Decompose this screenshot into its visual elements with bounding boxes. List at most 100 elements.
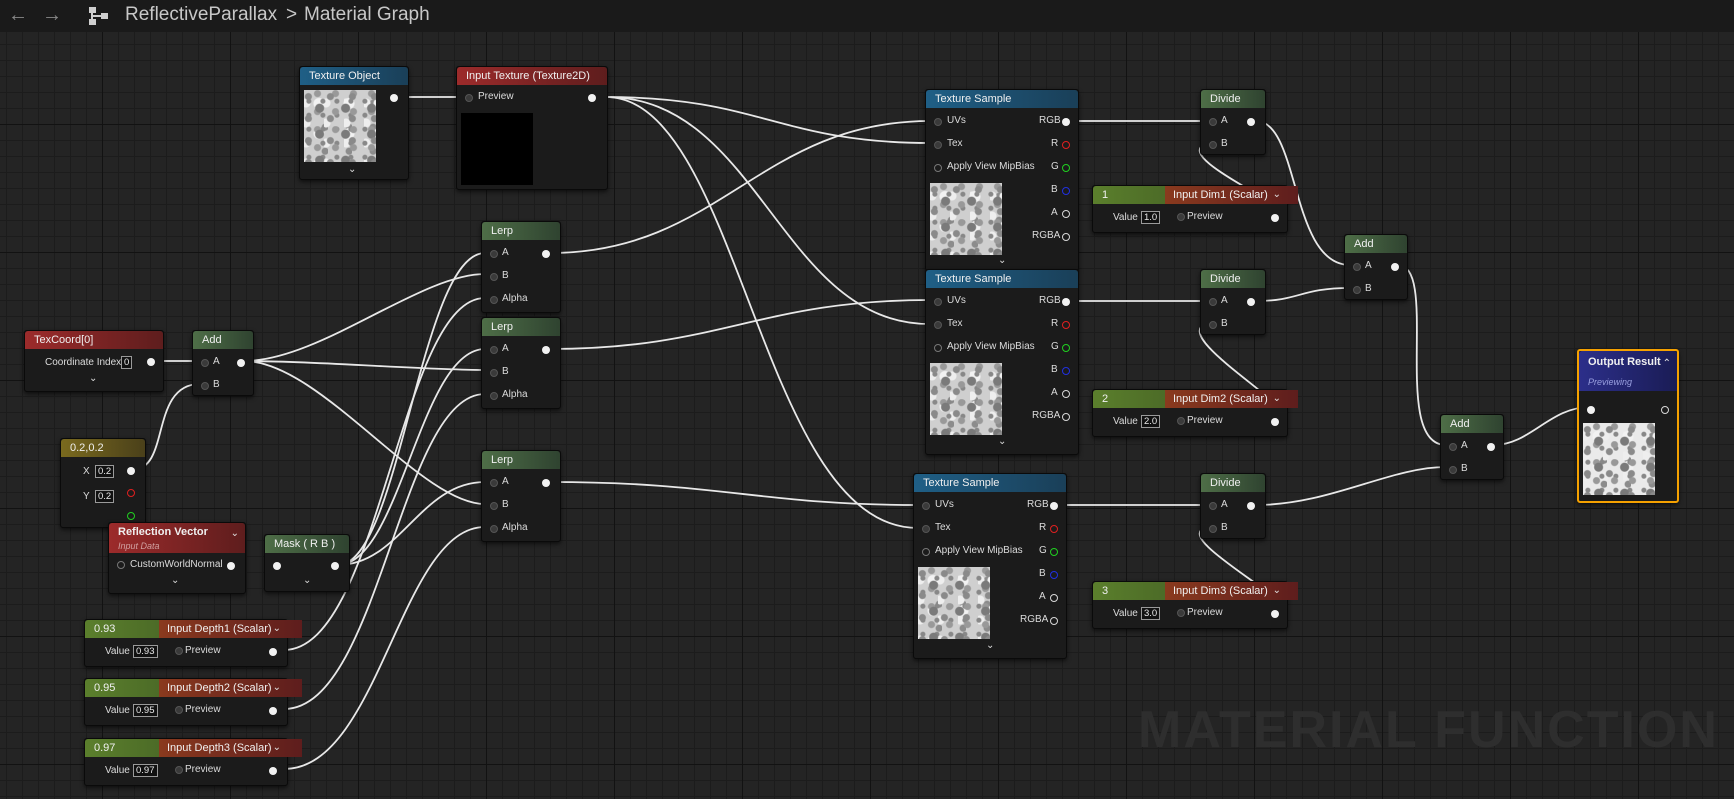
input-texture-node[interactable]: Input Texture (Texture2D) Preview [456,66,608,190]
output-pin[interactable] [1271,610,1279,618]
output-pin[interactable] [147,358,155,366]
texture-object-node[interactable]: Texture Object ⌄ [299,66,409,180]
preview-pin[interactable] [175,647,183,655]
chevron-down-icon[interactable]: ⌄ [272,742,281,753]
input-pin-b[interactable] [490,273,498,281]
input-pin-a[interactable] [1209,502,1217,510]
output-pin[interactable] [1271,214,1279,222]
reflection-vector-node[interactable]: Reflection Vector Input Data ⌄ CustomWor… [108,522,246,594]
input-pin-a[interactable] [1209,298,1217,306]
value-field[interactable]: 2.0 [1141,415,1161,428]
output-pin[interactable] [390,94,398,102]
output-pin-a[interactable] [1062,210,1070,218]
output-pin[interactable] [269,648,277,656]
output-pin[interactable] [588,94,596,102]
input-pin-uvs[interactable] [934,298,942,306]
input-depth2-node[interactable]: 0.95 Input Depth2 (Scalar) ⌄ Value 0.95 … [84,678,302,726]
output-pin-g[interactable] [1062,344,1070,352]
chevron-down-icon[interactable]: ⌄ [230,528,239,539]
chevron-down-icon[interactable]: ⌄ [998,255,1007,266]
input-pin[interactable] [117,561,125,569]
output-pin[interactable] [331,562,339,570]
add-node[interactable]: Add A B [1344,234,1408,300]
value-field[interactable]: 3.0 [1141,607,1161,620]
input-dim3-node[interactable]: 3 Input Dim3 (Scalar) ⌄ Value 3.0 Previe… [1092,581,1298,629]
output-pin[interactable] [542,250,550,258]
value-field[interactable]: 1.0 [1141,211,1161,224]
input-depth1-node[interactable]: 0.93 Input Depth1 (Scalar) ⌄ Value 0.93 … [84,619,302,667]
input-pin-tex[interactable] [934,321,942,329]
value-field[interactable]: 0.97 [133,764,158,777]
input-pin-alpha[interactable] [490,525,498,533]
input-pin-mipbias[interactable] [934,344,942,352]
output-pin-r[interactable] [1062,321,1070,329]
chevron-down-icon[interactable]: ⌄ [1272,585,1281,596]
preview-pin[interactable] [465,94,473,102]
input-pin-a[interactable] [1353,263,1361,271]
chevron-down-icon[interactable]: ⌄ [272,682,281,693]
output-pin[interactable] [269,707,277,715]
divide-node[interactable]: Divide A B [1200,269,1266,335]
output-result-node[interactable]: Output Result Previewing ⌃ [1577,349,1679,503]
breadcrumb-root[interactable]: ReflectiveParallax [125,4,278,25]
input-pin-b[interactable] [1209,525,1217,533]
chevron-down-icon[interactable]: ⌄ [89,373,98,384]
chevron-down-icon[interactable]: ⌄ [1272,189,1281,200]
chevron-down-icon[interactable]: ⌄ [171,575,180,586]
input-pin-alpha[interactable] [490,392,498,400]
input-pin-tex[interactable] [934,141,942,149]
output-pin-b[interactable] [1062,187,1070,195]
texture-sample-node[interactable]: Texture Sample UVs Tex Apply View MipBia… [913,473,1067,659]
output-pin[interactable] [1661,406,1669,414]
texture-sample-node[interactable]: Texture Sample UVs Tex Apply View MipBia… [925,89,1079,271]
preview-pin[interactable] [175,766,183,774]
arrow-left-icon[interactable]: ← [8,4,28,26]
input-pin-a[interactable] [490,346,498,354]
divide-node[interactable]: Divide A B [1200,89,1266,155]
input-pin-a[interactable] [1449,443,1457,451]
output-pin-rgba[interactable] [1062,233,1070,241]
add-node[interactable]: Add A B [1440,414,1504,480]
output-pin[interactable] [1271,418,1279,426]
output-pin[interactable] [1247,298,1255,306]
texcoord-node[interactable]: TexCoord[0] Coordinate Index 0 ⌄ [24,330,164,392]
output-pin-r[interactable] [127,489,135,497]
value-field[interactable]: 0.93 [133,645,158,658]
lerp-node[interactable]: Lerp A B Alpha [481,221,561,313]
input-pin[interactable] [273,562,281,570]
lerp-node[interactable]: Lerp A B Alpha [481,450,561,542]
chevron-down-icon[interactable]: ⌄ [303,575,312,586]
input-pin-b[interactable] [490,369,498,377]
output-pin-a[interactable] [1050,594,1058,602]
chevron-down-icon[interactable]: ⌄ [348,164,357,175]
input-pin-a[interactable] [490,479,498,487]
input-pin-uvs[interactable] [922,502,930,510]
input-pin-mipbias[interactable] [934,164,942,172]
constant2vector-node[interactable]: 0.2,0.2 X 0.2 Y 0.2 [60,438,146,528]
chevron-down-icon[interactable]: ⌄ [998,436,1007,447]
mask-node[interactable]: Mask ( R B ) ⌄ [264,534,350,592]
output-pin-rgb[interactable] [1062,298,1070,306]
output-pin[interactable] [237,359,245,367]
output-pin-r[interactable] [1062,141,1070,149]
input-pin-a[interactable] [201,359,209,367]
chevron-down-icon[interactable]: ⌄ [272,623,281,634]
output-pin-g[interactable] [1050,548,1058,556]
input-pin-a[interactable] [490,250,498,258]
input-pin-b[interactable] [1209,321,1217,329]
preview-pin[interactable] [1177,417,1185,425]
x-value-field[interactable]: 0.2 [95,465,115,478]
input-dim1-node[interactable]: 1 Input Dim1 (Scalar) ⌄ Value 1.0 Previe… [1092,185,1298,233]
output-pin-rgba[interactable] [1062,413,1070,421]
output-pin-r[interactable] [1050,525,1058,533]
add-node[interactable]: Add A B [192,330,254,396]
input-pin-alpha[interactable] [490,296,498,304]
output-pin-rgb[interactable] [1062,118,1070,126]
arrow-right-icon[interactable]: → [42,4,62,26]
output-pin[interactable] [1487,443,1495,451]
output-pin[interactable] [269,767,277,775]
output-pin[interactable] [1391,263,1399,271]
preview-pin[interactable] [1177,213,1185,221]
chevron-down-icon[interactable]: ⌄ [986,640,995,651]
output-pin-a[interactable] [1062,390,1070,398]
